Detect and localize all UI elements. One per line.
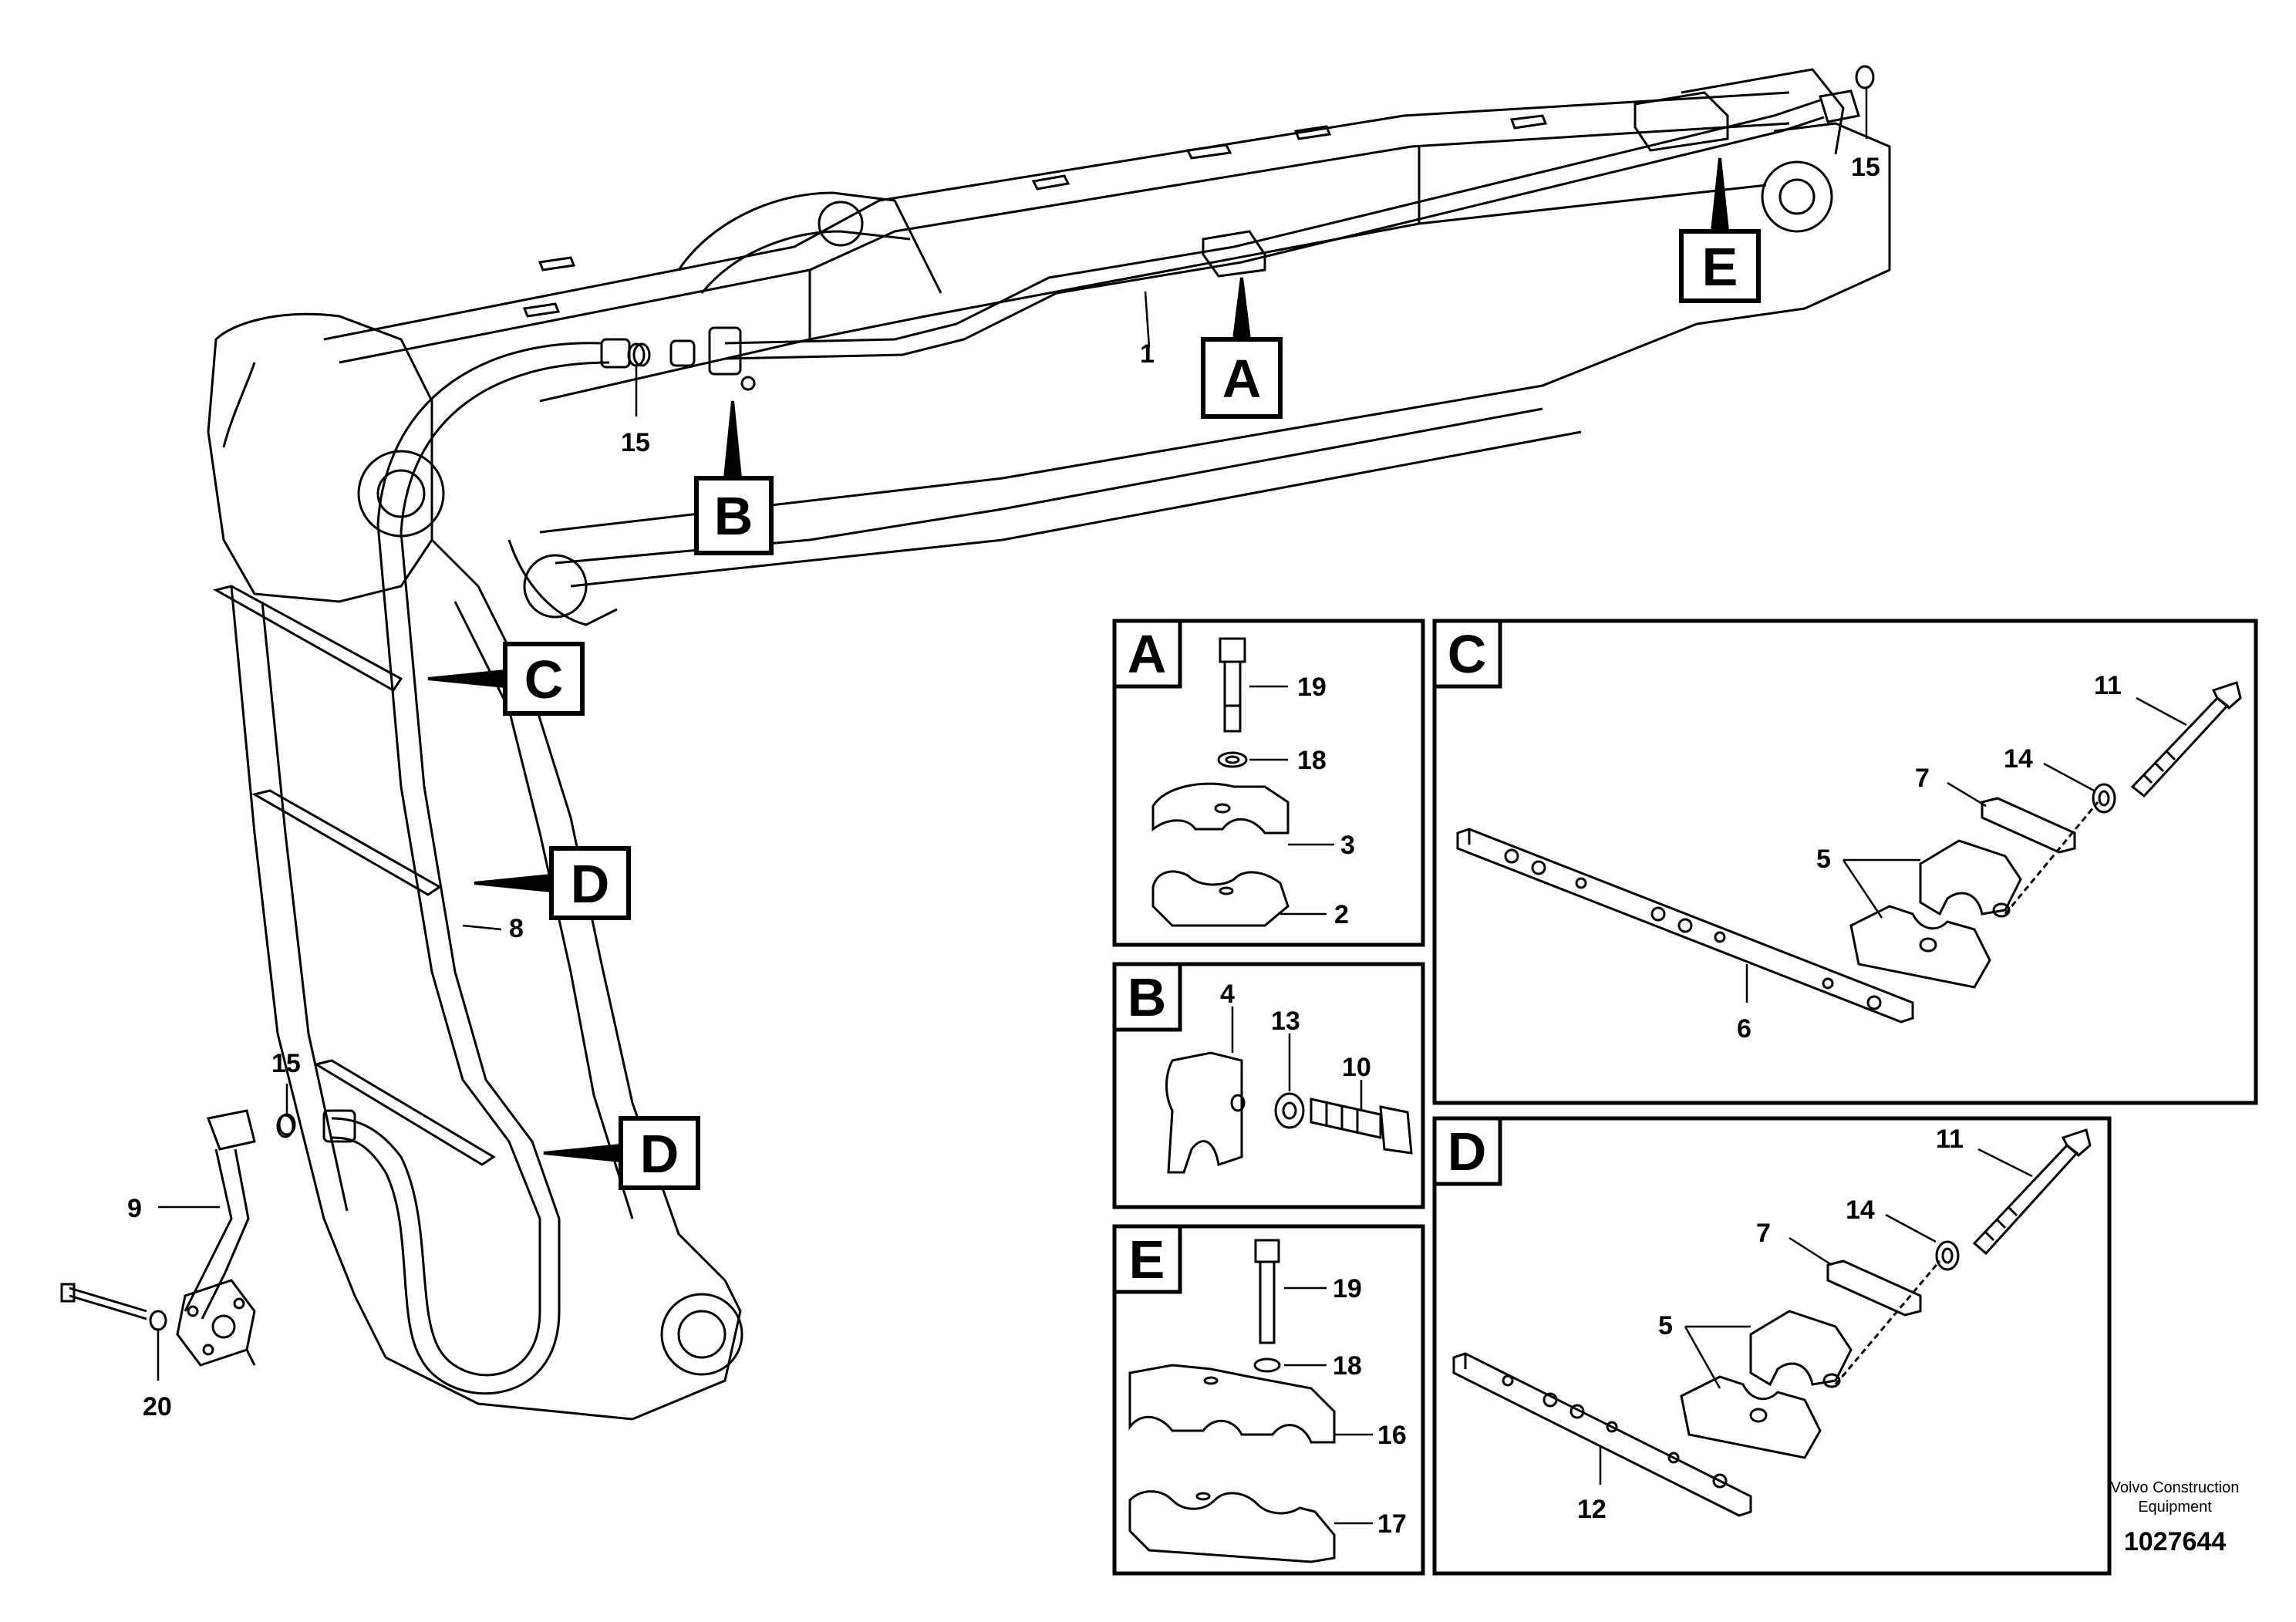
svg-text:19: 19 — [1297, 673, 1327, 702]
footer-block: Volvo Construction Equipment 1027644 — [2111, 1479, 2240, 1556]
callout-box-B: B — [694, 476, 774, 555]
svg-text:18: 18 — [1333, 1351, 1362, 1381]
svg-text:D: D — [571, 854, 610, 914]
svg-text:A: A — [1128, 624, 1167, 684]
svg-text:15: 15 — [271, 1049, 301, 1078]
svg-text:3: 3 — [1340, 831, 1355, 860]
svg-text:E: E — [1129, 1229, 1165, 1290]
svg-text:7: 7 — [1915, 764, 1930, 793]
svg-text:17: 17 — [1377, 1509, 1407, 1539]
callout-pointers — [427, 157, 1730, 1163]
svg-text:5: 5 — [1816, 845, 1831, 874]
detail-panel-E: E 19 18 16 17 — [1112, 1224, 1425, 1576]
arm-tip-pin — [660, 1293, 743, 1376]
svg-text:6: 6 — [1737, 1014, 1752, 1044]
arm-tip — [385, 1280, 742, 1421]
svg-text:B: B — [714, 486, 754, 546]
pipe-9 — [60, 1109, 356, 1367]
svg-text:19: 19 — [1333, 1274, 1362, 1303]
svg-text:10: 10 — [1342, 1053, 1371, 1082]
svg-text:15: 15 — [621, 428, 650, 457]
svg-text:14: 14 — [1846, 1195, 1875, 1225]
boom-end-lug — [1696, 122, 1891, 325]
excavator-arm — [212, 538, 743, 1421]
detail-panel-D: D 11 14 7 — [1432, 1116, 2112, 1576]
detail-panel-A: A 19 18 3 2 — [1112, 619, 1425, 947]
arm-left-inner — [261, 601, 349, 1212]
svg-text:11: 11 — [2094, 671, 2122, 700]
arm-left-edge — [230, 585, 387, 1358]
callout-box-D-upper: D — [549, 846, 631, 920]
svg-text:20: 20 — [143, 1392, 172, 1421]
svg-text:Volvo Construction: Volvo Construction — [2111, 1479, 2240, 1496]
boom-top-bracket — [677, 191, 942, 294]
svg-text:13: 13 — [1271, 1007, 1300, 1036]
svg-text:8: 8 — [509, 914, 524, 943]
boom-side-top — [539, 184, 1767, 403]
svg-text:18: 18 — [1297, 746, 1327, 775]
boom-top-edge — [323, 91, 1790, 341]
main-part-labels: 1 15 15 15 8 9 20 — [127, 89, 1880, 1421]
svg-text:16: 16 — [1377, 1421, 1407, 1450]
callout-box-C: C — [503, 642, 585, 716]
hose-8 — [331, 342, 610, 1395]
pipe-1 — [724, 89, 1860, 360]
svg-text:1027644: 1027644 — [2124, 1527, 2226, 1556]
excavator-boom — [207, 68, 1891, 626]
svg-text:1: 1 — [1140, 339, 1155, 369]
callout-box-A: A — [1201, 337, 1283, 419]
svg-text:D: D — [1448, 1121, 1487, 1182]
svg-text:15: 15 — [1851, 153, 1880, 182]
callout-box-D-lower: D — [619, 1116, 700, 1190]
svg-text:7: 7 — [1756, 1219, 1771, 1248]
boom-end-box — [1681, 68, 1845, 155]
svg-text:9: 9 — [127, 1194, 142, 1223]
svg-text:E: E — [1702, 237, 1738, 297]
svg-text:12: 12 — [1577, 1495, 1607, 1524]
svg-text:Equipment: Equipment — [2138, 1499, 2212, 1516]
svg-text:C: C — [1448, 624, 1487, 684]
svg-text:14: 14 — [2004, 744, 2033, 774]
boom-top-inner — [339, 122, 1790, 364]
boom-bottom-flange — [570, 430, 1582, 588]
svg-text:5: 5 — [1658, 1311, 1673, 1340]
boom-bottom-inner — [555, 407, 1543, 565]
pipe-clamps — [1202, 91, 1729, 278]
boom-end-pin — [1761, 160, 1833, 233]
svg-text:A: A — [1222, 349, 1262, 409]
svg-text:2: 2 — [1334, 900, 1349, 929]
arm-pivot-body — [207, 312, 433, 603]
svg-text:11: 11 — [1936, 1125, 1964, 1154]
detail-panel-B: B 4 13 10 — [1112, 962, 1425, 1209]
seal-rings — [278, 65, 1875, 1136]
svg-text:B: B — [1128, 967, 1167, 1027]
svg-text:4: 4 — [1220, 980, 1235, 1009]
detail-panel-C: C 11 14 — [1432, 619, 2258, 1105]
svg-text:D: D — [640, 1124, 679, 1184]
callout-box-E: E — [1679, 229, 1761, 303]
svg-text:C: C — [524, 649, 564, 710]
